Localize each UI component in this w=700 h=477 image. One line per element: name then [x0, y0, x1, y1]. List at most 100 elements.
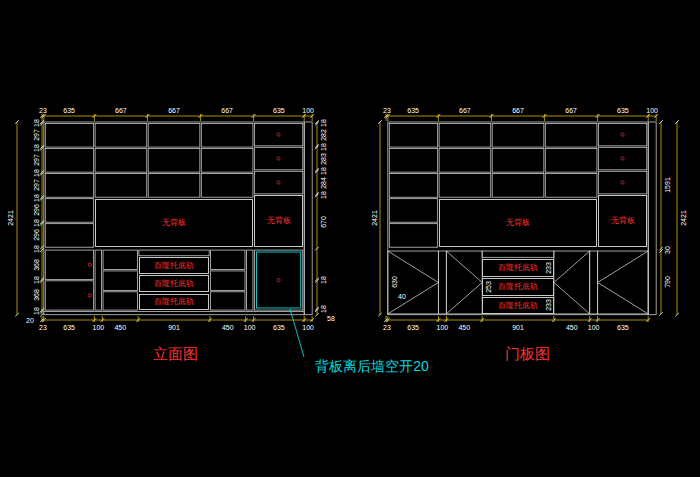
dimension-tick: [315, 308, 319, 312]
cabinet-panel: [148, 174, 200, 198]
view-title: 立面图: [153, 346, 198, 361]
hinge-mark: [277, 133, 280, 136]
dimension-tick: [15, 313, 19, 317]
extension-line: [597, 114, 598, 121]
dimension-text: 18: [320, 167, 327, 175]
dimension-text: 100: [437, 324, 449, 331]
filler-strip: [438, 251, 446, 314]
panel-note: 百隆托底轨: [498, 283, 538, 291]
dimension-tick: [315, 313, 319, 317]
panel-note: 百隆托底轨: [498, 264, 538, 272]
panel-note: 百隆托底轨: [154, 280, 194, 288]
extension-line: [387, 316, 388, 322]
extension-line: [43, 316, 44, 322]
extension-line: [387, 114, 388, 121]
dimension-text: 297: [33, 154, 40, 166]
dimension-text: 18: [33, 245, 40, 253]
dimension-text: 368: [33, 290, 40, 302]
dimension-line: [42, 122, 43, 315]
panel-note: 无背板: [611, 217, 635, 225]
dimension-text: 100: [244, 324, 256, 331]
dimension-tick: [675, 313, 679, 317]
panel-note: 无背板: [162, 219, 186, 227]
dimension-tick: [40, 310, 44, 314]
dimension-text: 635: [617, 324, 629, 331]
drawer: 百隆托底轨: [139, 257, 209, 274]
extension-line: [438, 316, 439, 322]
dimension-tick: [15, 120, 19, 124]
dimension-text: 18: [320, 191, 327, 199]
extension-line: [648, 114, 649, 121]
dimension-line: [386, 320, 648, 321]
cabinet-panel: [139, 250, 209, 256]
extension-line: [304, 114, 305, 121]
door-swing-line: [554, 251, 590, 282]
hinge-mark: [88, 294, 91, 297]
cabinet-panel: [246, 250, 253, 310]
cabinet-panel: [389, 224, 437, 248]
dimension-text: 100: [93, 324, 105, 331]
door-swing-line: [446, 251, 482, 282]
dimension-text: 790: [664, 277, 671, 289]
cabinet-panel: [103, 250, 137, 269]
dimension-tick: [315, 247, 319, 251]
dimension-text: 667: [512, 106, 524, 113]
panel-note: 无背板: [506, 219, 530, 227]
filler-strip: [304, 122, 312, 315]
extension-line: [94, 316, 95, 322]
cabinet-panel: [598, 147, 646, 170]
cabinet-panel: [439, 174, 491, 198]
dimension-text: 450: [458, 324, 470, 331]
drawer-front: [482, 251, 554, 257]
cabinet-panel: [389, 174, 437, 198]
dimension-tick: [315, 279, 319, 283]
dimension-text: 282: [320, 129, 327, 141]
drawer: 百隆托底轨: [482, 278, 554, 295]
dimension-tick: [315, 194, 319, 198]
cabinet-panel: [148, 123, 200, 147]
dimension-tick: [315, 122, 319, 126]
cabinet-outline: [388, 122, 648, 315]
extension-line: [446, 316, 447, 322]
cabinet-panel: [598, 171, 646, 194]
dimension-text: 23: [39, 324, 47, 331]
dimension-text: 635: [273, 324, 285, 331]
dimension-text: 635: [617, 106, 629, 113]
cabinet-panel: [45, 149, 93, 173]
cabinet-panel: [95, 250, 102, 310]
dimension-tick: [40, 172, 44, 176]
leader-line: [290, 309, 304, 357]
plinth-line: [44, 311, 304, 312]
dimension-text: 18: [33, 307, 40, 315]
dimension-text: 18: [320, 119, 327, 127]
cabinet-panel: [545, 174, 597, 198]
cabinet-panel: [201, 174, 253, 198]
dimension-line: [661, 122, 662, 314]
dimension-text: 670: [320, 216, 327, 228]
dimension-text: 18: [33, 219, 40, 227]
dimension-tick: [40, 147, 44, 151]
dimension-text: 40: [398, 293, 406, 300]
dimension-text: 23: [383, 106, 391, 113]
dimension-text: 667: [221, 106, 233, 113]
dimension-text: 667: [168, 106, 180, 113]
dimension-tick: [659, 120, 663, 124]
panel-note: 无背板: [267, 217, 291, 225]
dimension-text: 58: [327, 315, 335, 322]
door-swing-line: [598, 282, 649, 313]
extension-line: [482, 316, 483, 322]
dimension-text: 18: [33, 169, 40, 177]
cabinet-panel: [211, 292, 245, 310]
dimension-line: [42, 116, 312, 117]
drawer: 百隆托底轨: [139, 275, 209, 292]
dimension-text: 18: [320, 143, 327, 151]
dimension-text: 18: [33, 144, 40, 152]
dimension-text: 18: [33, 194, 40, 202]
drawer: 百隆托底轨: [139, 294, 209, 310]
cabinet-panel: [254, 123, 302, 145]
cabinet-panel: [389, 149, 437, 173]
dimension-text: 100: [588, 324, 600, 331]
dimension-line: [17, 122, 18, 315]
